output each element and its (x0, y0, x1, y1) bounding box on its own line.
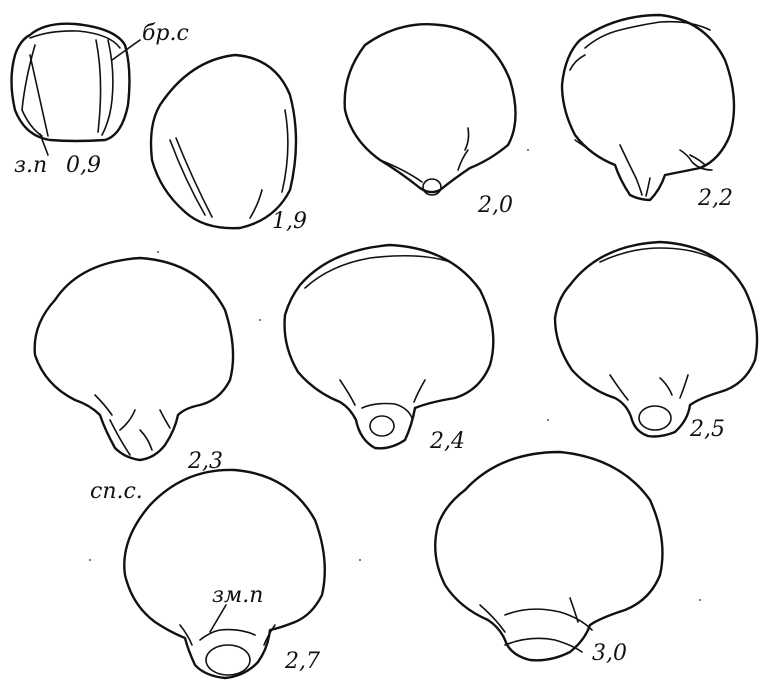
embryo-stage-2-2 (562, 15, 734, 200)
annotation-z-p: з.п (14, 153, 47, 178)
annotation-br-s: бр.с (142, 21, 189, 46)
embryo-stage-3-0 (435, 452, 662, 660)
stage-label-2-7: 2,7 (284, 649, 320, 674)
stage-label-1-9: 1,9 (272, 209, 307, 234)
embryo-stage-2-5 (555, 242, 757, 437)
stage-label-0-9: 0,9 (66, 153, 101, 178)
stage-label-2-4: 2,4 (429, 429, 465, 454)
embryo-stage-2-3 (35, 258, 233, 460)
annotation-zm-p: зм.п (212, 583, 263, 608)
embryo-stage-2-7 (124, 470, 324, 678)
embryo-stage-0-9 (12, 24, 141, 155)
annotation-sp-s: сп.с. (90, 479, 143, 504)
stage-label-3-0: 3,0 (592, 641, 627, 666)
embryo-stage-2-4 (285, 245, 494, 448)
embryo-stage-1-9 (151, 55, 296, 228)
stage-label-2-0: 2,0 (477, 193, 513, 218)
stage-label-2-5: 2,5 (689, 417, 725, 442)
embryo-stage-2-0 (345, 24, 516, 195)
stage-label-2-3: 2,3 (187, 449, 223, 474)
stage-label-2-2: 2,2 (697, 186, 733, 211)
